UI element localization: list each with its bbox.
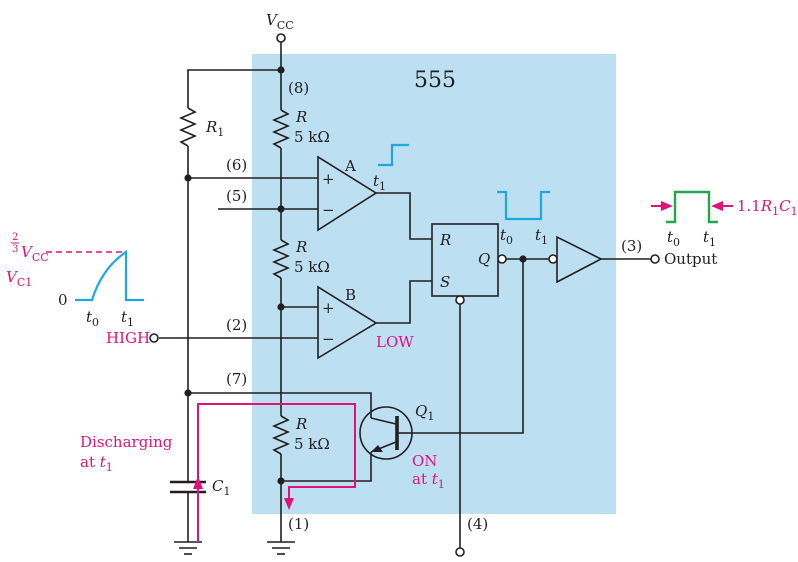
ground-icon	[174, 541, 202, 555]
pin-1-label: (1)	[288, 515, 309, 533]
q1-state-line2: at t1	[412, 470, 445, 491]
divider-r-mid-value: 5 kΩ	[294, 258, 330, 276]
discharge-label-line2: at t1	[80, 453, 113, 474]
comparator-b-plus: +	[322, 299, 335, 317]
divider-r-bot-value: 5 kΩ	[294, 435, 330, 453]
q1-collector	[370, 417, 397, 425]
pin7-wire	[188, 392, 372, 418]
divider-r-top-value: 5 kΩ	[294, 128, 330, 146]
c1-label: C1	[212, 477, 230, 498]
vc1-threshold-label: VCC	[21, 243, 49, 264]
pin-7-label: (7)	[226, 370, 247, 388]
vc1-t1: t1	[121, 308, 134, 329]
vc1-zero: 0	[58, 291, 68, 309]
r1-top-wire	[187, 69, 281, 108]
discharge-path	[197, 403, 356, 542]
vcc-terminal[interactable]	[276, 33, 286, 43]
pin-3-label: (3)	[621, 237, 642, 255]
input-label: HIGH	[106, 329, 150, 347]
buffer-input-bubble	[548, 254, 558, 264]
pin-2-label: (2)	[226, 316, 247, 334]
comparator-b-name: B	[345, 286, 356, 304]
pin-8-label: (8)	[288, 79, 309, 97]
q1-label: Q1	[415, 402, 434, 423]
discharge-label-line1: Discharging	[80, 433, 173, 451]
comparator-a-plus: +	[322, 170, 335, 188]
q-wave-t1: t1	[535, 226, 548, 247]
output-pulse-wave	[666, 190, 718, 224]
divider-r-top-name: R	[295, 108, 307, 126]
pulse-width-arrow-left	[661, 201, 673, 211]
output-buffer	[556, 235, 603, 284]
q-wave-t0: t0	[500, 226, 513, 247]
discharge-arrow-down	[284, 498, 294, 510]
flipflop-s: S	[440, 273, 450, 291]
comparator-a	[317, 155, 378, 232]
divider-r-bot	[271, 415, 291, 455]
r1-resistor	[178, 107, 198, 147]
comparator-b-output-state: LOW	[376, 333, 414, 351]
pin-6-label: (6)	[226, 156, 247, 174]
trigger-input-terminal[interactable]	[149, 333, 159, 343]
divider-r-mid-name: R	[295, 238, 307, 256]
base-drive-wire	[412, 259, 524, 434]
flipflop-q-bubble	[497, 254, 507, 264]
comp-a-step-wave	[378, 143, 409, 167]
vc1-label: VC1	[6, 268, 32, 289]
ground-icon	[267, 541, 295, 555]
divider-r-top	[271, 109, 291, 149]
q-pulse-wave	[497, 190, 550, 221]
comparator-b-minus: −	[322, 330, 335, 348]
comparator-b-out-wire	[376, 280, 432, 324]
comp-a-t1: t1	[373, 172, 386, 193]
chip-label: 555	[414, 68, 456, 93]
comparator-a-minus: −	[322, 201, 335, 219]
flipflop-r: R	[439, 231, 451, 249]
comparator-a-out-wire	[376, 192, 432, 240]
pin-4-label: (4)	[467, 515, 488, 533]
reset-terminal[interactable]	[455, 547, 465, 557]
q1-emitter-arrow	[371, 445, 383, 452]
comparator-b	[317, 285, 378, 360]
vc1-frac-num: 2	[12, 232, 18, 243]
divider-r-mid	[271, 239, 291, 279]
flipflop-reset-bubble	[455, 295, 465, 305]
vc1-t0: t0	[86, 308, 99, 329]
out-wave-t0: t0	[667, 228, 680, 249]
comparator-a-name: A	[344, 157, 356, 175]
vc1-frac-den: 3	[12, 244, 18, 255]
out-wave-t1: t1	[703, 228, 716, 249]
discharge-arrow-up	[193, 476, 203, 489]
divider-r-bot-name: R	[295, 415, 307, 433]
pulse-width-label: 1.1R1C1	[737, 197, 798, 218]
vc1-charge-curve	[75, 249, 144, 302]
vcc-label: VCC	[266, 11, 294, 32]
r1-label: R1	[205, 118, 224, 139]
pulse-width-arrow-right	[711, 201, 723, 211]
output-label: Output	[664, 250, 717, 268]
q1-state-line1: ON	[412, 452, 437, 470]
chip-555-body	[252, 54, 616, 514]
output-terminal[interactable]	[650, 254, 660, 264]
pin-5-label: (5)	[226, 187, 247, 205]
flipflop-q: Q	[478, 250, 490, 268]
emitter-wire	[281, 452, 372, 482]
